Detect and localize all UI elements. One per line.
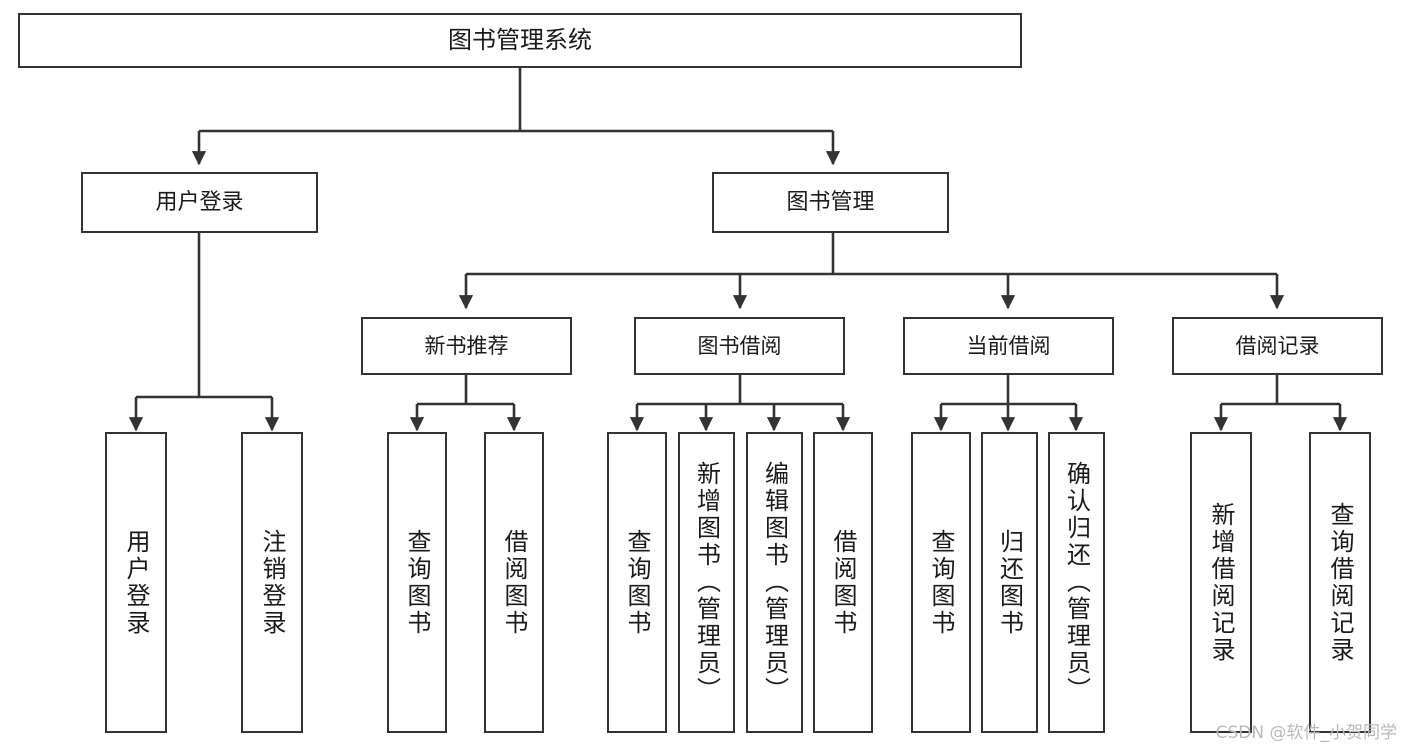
csdn-watermark: CSDN @软件_小贺同学 (1215, 723, 1397, 743)
node-label: 确认归还（管理员） (1062, 461, 1091, 704)
node-label: 新增借阅记录 (1207, 501, 1235, 664)
node-current-borrow[interactable]: 当前借阅 (903, 317, 1114, 375)
leaf-current-return-book[interactable]: 归还图书 (981, 432, 1038, 733)
node-user-login[interactable]: 用户登录 (81, 172, 318, 233)
node-label: 图书借阅 (697, 333, 782, 358)
node-book-borrow[interactable]: 图书借阅 (634, 317, 845, 375)
node-label: 注销登录 (258, 528, 286, 637)
node-label: 当前借阅 (966, 333, 1051, 358)
leaf-user-login-logout[interactable]: 注销登录 (241, 432, 303, 733)
leaf-borrow-add-book[interactable]: 新增图书（管理员） (678, 432, 735, 733)
leaf-record-query[interactable]: 查询借阅记录 (1309, 432, 1371, 733)
leaf-borrow-borrow-book[interactable]: 借阅图书 (813, 432, 873, 733)
node-label: 借阅图书 (829, 528, 857, 637)
node-label: 查询图书 (623, 528, 651, 637)
node-label: 编辑图书（管理员） (760, 461, 789, 704)
node-new-book-recommend[interactable]: 新书推荐 (361, 317, 572, 375)
node-label: 借阅记录 (1235, 333, 1320, 358)
node-root-system[interactable]: 图书管理系统 (18, 13, 1022, 68)
leaf-current-confirm-return[interactable]: 确认归还（管理员） (1048, 432, 1105, 733)
node-label: 图书管理 (786, 189, 875, 215)
node-label: 新增图书（管理员） (692, 461, 721, 704)
node-label: 查询借阅记录 (1326, 501, 1354, 664)
node-label: 查询图书 (927, 528, 955, 637)
node-label: 新书推荐 (424, 333, 509, 358)
node-label: 用户登录 (155, 189, 244, 215)
leaf-new-book-query[interactable]: 查询图书 (387, 432, 447, 733)
node-label: 图书管理系统 (448, 26, 592, 55)
leaf-record-add[interactable]: 新增借阅记录 (1190, 432, 1252, 733)
leaf-borrow-edit-book[interactable]: 编辑图书（管理员） (746, 432, 803, 733)
node-label: 用户登录 (122, 528, 150, 637)
leaf-new-book-borrow[interactable]: 借阅图书 (484, 432, 544, 733)
node-label: 查询图书 (403, 528, 431, 637)
node-borrow-record[interactable]: 借阅记录 (1172, 317, 1383, 375)
leaf-current-query-book[interactable]: 查询图书 (911, 432, 971, 733)
leaf-borrow-query-book[interactable]: 查询图书 (607, 432, 667, 733)
node-label: 借阅图书 (500, 528, 528, 637)
leaf-user-login-login[interactable]: 用户登录 (105, 432, 167, 733)
node-label: 归还图书 (995, 528, 1024, 637)
node-book-management[interactable]: 图书管理 (712, 172, 949, 233)
